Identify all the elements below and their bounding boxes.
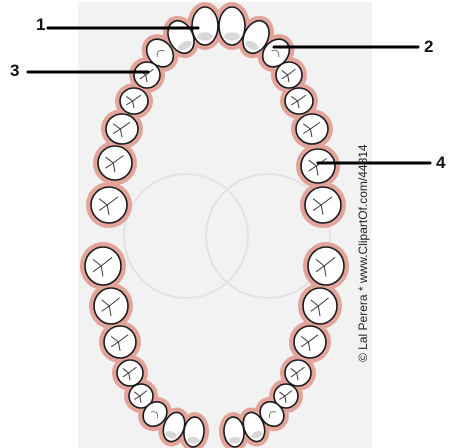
tooth-lower-right-first-molar	[104, 326, 136, 358]
tooth-lower-left-first-molar	[294, 326, 326, 358]
tooth-upper-left-central-incisor	[219, 7, 245, 45]
tooth-lower-right-second-premolar	[117, 360, 143, 386]
label-4: 4	[436, 154, 445, 171]
tooth-upper-right-second-molar	[98, 146, 132, 180]
tooth-lower-left-second-premolar	[285, 360, 311, 386]
watermark-credit: © Lal Perera * www.ClipartOf.com/44814	[356, 144, 370, 362]
tooth-upper-right-third-molar	[91, 187, 127, 223]
label-3: 3	[10, 62, 19, 79]
tooth-upper-left-third-molar	[305, 187, 341, 223]
tooth-lower-left-second-molar	[303, 288, 337, 324]
tooth-upper-right-central-incisor	[192, 7, 218, 45]
label-1: 1	[36, 16, 45, 33]
tooth-upper-left-first-molar	[296, 114, 328, 144]
tooth-upper-right-first-premolar	[134, 62, 160, 88]
tooth-upper-left-first-premolar	[276, 62, 302, 88]
label-2: 2	[424, 38, 433, 55]
tooth-lower-right-third-molar	[85, 247, 121, 285]
tooth-upper-right-first-molar	[106, 114, 138, 144]
tooth-upper-left-second-molar	[301, 149, 335, 183]
tooth-lower-left-third-molar	[308, 247, 344, 285]
tooth-upper-right-second-premolar	[120, 88, 148, 114]
tooth-lower-right-second-molar	[94, 288, 128, 324]
tooth-upper-left-second-premolar	[285, 88, 313, 114]
